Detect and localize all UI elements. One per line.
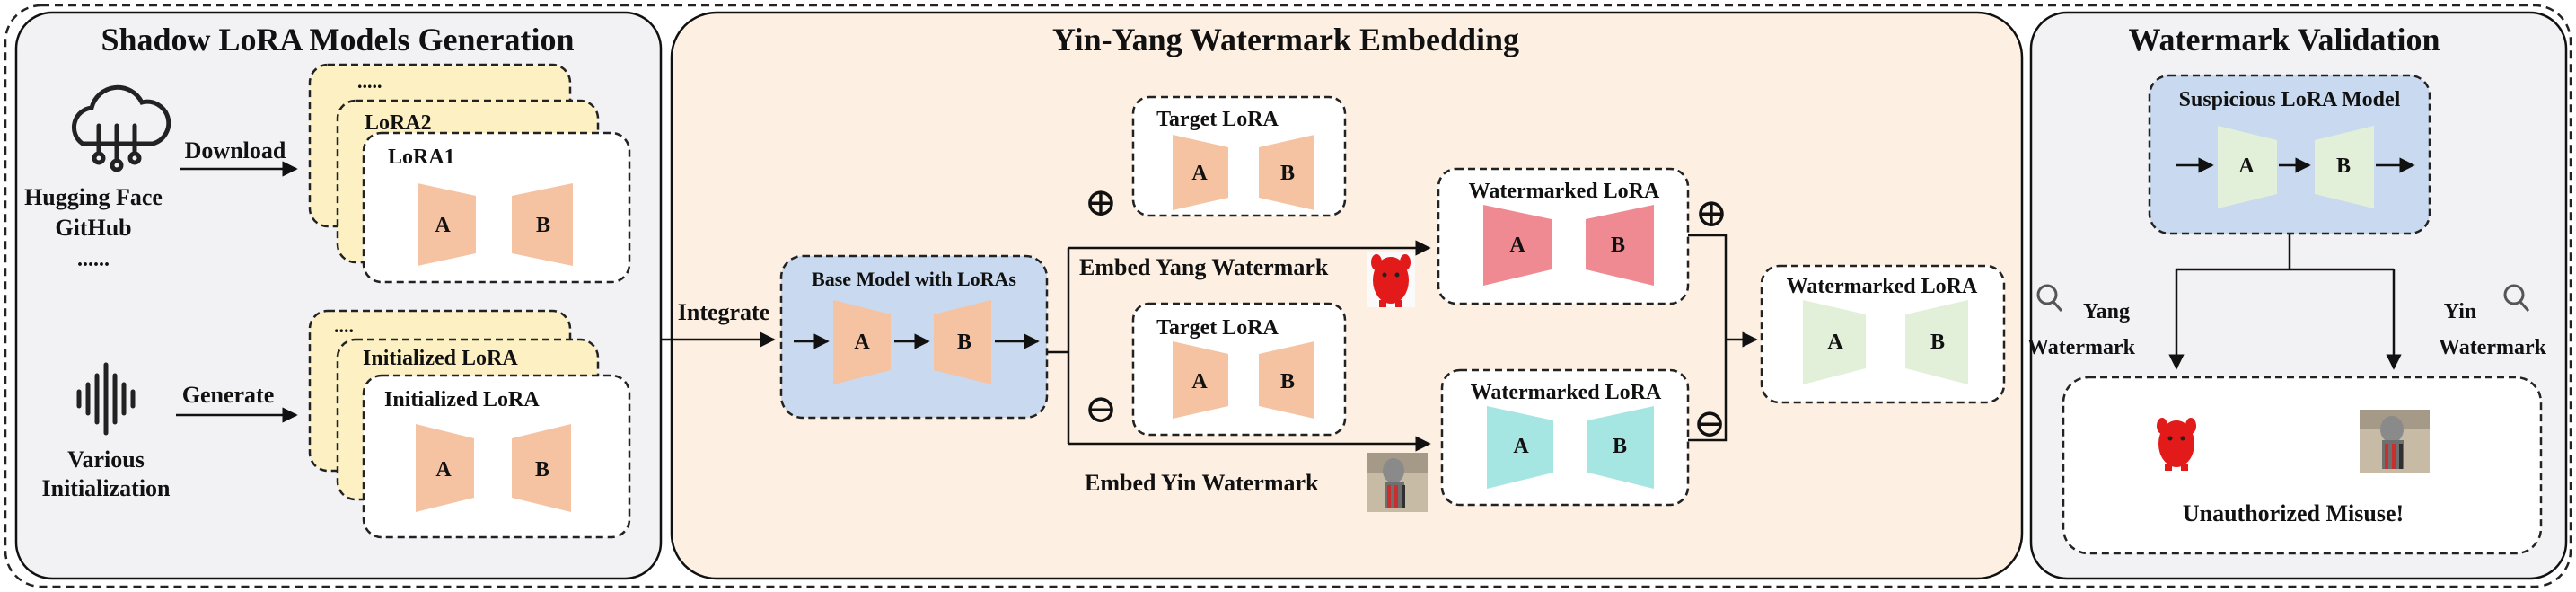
magnifier-icon-right: [2503, 284, 2530, 313]
base-model-label: Base Model with LoRAs: [812, 268, 1016, 290]
wm-merged-block-a: [1803, 300, 1866, 384]
init-line-2: Initialization: [41, 475, 171, 501]
suspicious-block-a: [2218, 126, 2277, 208]
target-bottom-block-b: [1259, 341, 1314, 419]
wm-top-label: Watermarked LoRA: [1469, 180, 1660, 203]
target-top-block-a: [1173, 135, 1228, 210]
yin-branch-line-2: Watermark: [2439, 336, 2547, 359]
lora1-block-b-label: B: [536, 214, 550, 237]
integrate-label: Integrate: [678, 299, 770, 325]
merge-top-line: [1688, 234, 1728, 340]
misuse-text: Unauthorized Misuse!: [2183, 500, 2404, 526]
waveform-icon: [76, 362, 136, 436]
wm-bottom-b-label: B: [1613, 435, 1627, 458]
result-yin-photo-icon: [2360, 410, 2430, 473]
yin-caption: Embed Yin Watermark: [1085, 470, 1319, 496]
target-top-a-label: A: [1191, 162, 1208, 185]
init-lora-label: Initialized LoRA: [384, 388, 540, 411]
plus-symbol-left: ⊕: [1085, 181, 1118, 225]
base-block-a: [833, 300, 891, 384]
init-block-a: [416, 424, 474, 512]
lora1-block-a: [418, 183, 476, 266]
cloud-network-icon: [72, 84, 171, 172]
yin-branch-line-1: Yin: [2444, 300, 2476, 323]
wm-merged-block-b: [1905, 300, 1968, 384]
wm-merged-b-label: B: [1930, 331, 1945, 354]
yang-caption: Embed Yang Watermark: [1079, 254, 1329, 280]
wm-top-a-label: A: [1509, 234, 1525, 257]
yang-mascot-icon: [1367, 252, 1415, 307]
wm-bottom-label: Watermarked LoRA: [1471, 381, 1662, 404]
source-line-2: GitHub: [55, 215, 131, 241]
init-block-b-label: B: [535, 458, 549, 482]
init-block-b: [512, 424, 571, 512]
validation-panel: Watermark Validation Suspicious LoRA Mod…: [2027, 11, 2568, 580]
magnifier-icon-left: [2036, 284, 2063, 313]
target-bottom-b-label: B: [1280, 370, 1295, 393]
wm-bottom-block-a: [1487, 406, 1553, 489]
target-bottom-block-a: [1173, 341, 1228, 419]
yang-branch-line-1: Yang: [2083, 300, 2130, 323]
stack-middle-label: LoRA2: [365, 111, 432, 135]
stack-back-label: .....: [357, 70, 382, 93]
wm-bottom-block-b: [1587, 406, 1654, 489]
wm-top-block-a: [1483, 205, 1552, 286]
init-block-a-label: A: [435, 458, 452, 482]
suspicious-b-label: B: [2336, 155, 2351, 178]
yin-photo-icon: [1367, 453, 1428, 512]
merge-bottom-line: [1688, 340, 1728, 442]
shadow-panel-title: Shadow LoRA Models Generation: [101, 22, 574, 57]
misuse-result-box: [2062, 376, 2543, 555]
wm-top-b-label: B: [1611, 234, 1625, 257]
wm-bottom-a-label: A: [1513, 435, 1529, 458]
yang-branch-line-2: Watermark: [2027, 336, 2136, 359]
suspicious-a-label: A: [2238, 155, 2255, 178]
target-top-block-b: [1259, 135, 1314, 210]
lora1-block-a-label: A: [435, 214, 451, 237]
lora1-block-b: [512, 183, 573, 266]
base-block-b-label: B: [957, 331, 971, 354]
minus-symbol-left: ⊖: [1085, 387, 1118, 431]
init-line-1: Various: [67, 446, 145, 473]
init-stack-middle-label: Initialized LoRA: [363, 347, 518, 370]
download-label: Download: [185, 137, 286, 163]
shadow-panel: Shadow LoRA Models Generation Hugging Fa…: [14, 11, 663, 580]
embedding-panel-title: Yin-Yang Watermark Embedding: [1052, 22, 1519, 57]
outer-frame: [4, 4, 2572, 588]
lora1-label: LoRA1: [388, 146, 455, 169]
target-bottom-label: Target LoRA: [1156, 316, 1279, 340]
target-top-label: Target LoRA: [1156, 108, 1279, 131]
minus-symbol-right: ⊖: [1693, 402, 1727, 446]
base-block-b: [934, 300, 991, 384]
source-line-1: Hugging Face: [24, 184, 163, 210]
embedding-panel: Yin-Yang Watermark Embedding Integrate B…: [661, 11, 2024, 580]
suspicious-block-b: [2315, 126, 2374, 208]
wm-top-block-b: [1586, 205, 1654, 286]
base-block-a-label: A: [854, 331, 870, 354]
target-top-b-label: B: [1280, 162, 1295, 185]
generate-label: Generate: [182, 382, 275, 408]
source-more: ......: [77, 248, 110, 271]
target-bottom-a-label: A: [1191, 370, 1208, 393]
wm-merged-label: Watermarked LoRA: [1787, 275, 1978, 298]
result-yang-mascot-icon: [2157, 418, 2196, 471]
init-stack-back-label: ....: [334, 314, 354, 337]
plus-symbol-right: ⊕: [1695, 191, 1728, 235]
wm-merged-a-label: A: [1827, 331, 1843, 354]
validation-panel-title: Watermark Validation: [2128, 22, 2440, 57]
suspicious-label: Suspicious LoRA Model: [2179, 88, 2401, 111]
